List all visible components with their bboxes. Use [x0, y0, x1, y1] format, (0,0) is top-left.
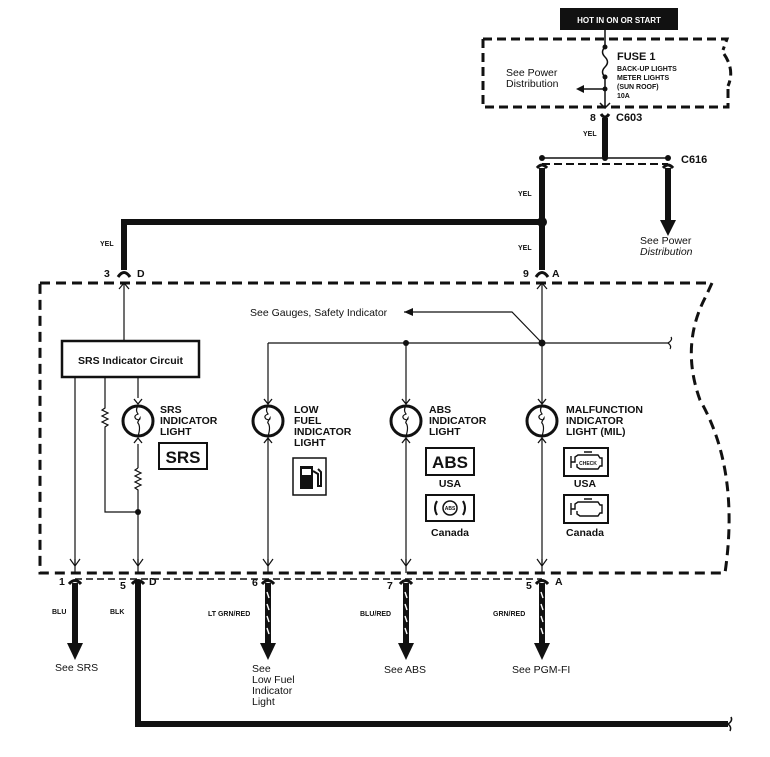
wire-color-label: BLK	[110, 609, 124, 616]
wire-yel	[121, 219, 542, 270]
light-label: INDICATOR	[294, 426, 352, 438]
light-label: LIGHT (MIL)	[566, 426, 625, 438]
arrow-down-icon	[260, 643, 276, 660]
light-label: MALFUNCTION	[566, 404, 643, 416]
light-label: FUEL	[294, 415, 322, 427]
srs-indicator-circuit-box	[60, 339, 201, 379]
fuse-rating: 10A	[617, 93, 630, 100]
region-label: Canada	[566, 527, 604, 539]
srs-circuit-label: SRS Indicator Circuit	[78, 355, 184, 367]
light-label: LIGHT	[294, 437, 326, 449]
arrow-down-icon	[534, 643, 550, 660]
see-gauges-note: See Gauges, Safety Indicator	[250, 307, 388, 319]
fuse-circuit-label: METER LIGHTS	[617, 75, 669, 82]
fuse-circuit-label: BACK-UP LIGHTS	[617, 66, 677, 73]
wire-color-label: BLU	[52, 609, 66, 616]
pin-number: 9	[523, 268, 529, 280]
wire-color-label: YEL	[518, 191, 532, 198]
svg-text:ABS: ABS	[445, 506, 456, 512]
fuse-name: FUSE 1	[617, 51, 656, 63]
output-wire	[67, 579, 83, 660]
see-power-distribution-note: Distribution	[640, 246, 693, 258]
gauge-assembly-border	[38, 281, 731, 575]
light-label: INDICATOR	[160, 415, 218, 427]
fuse-circuit-label: (SUN ROOF)	[617, 84, 659, 91]
see-low-fuel-note: See	[252, 663, 271, 675]
light-label: SRS	[160, 404, 182, 416]
fuse-icon	[601, 46, 609, 78]
connector-name: C603	[616, 112, 642, 124]
region-label: Canada	[431, 527, 469, 539]
wire-color-label: YEL	[100, 241, 114, 248]
wire-color-label: YEL	[583, 131, 597, 138]
light-label: INDICATOR	[566, 415, 624, 427]
resistor-icon	[133, 467, 143, 565]
pin-number: 1	[59, 576, 65, 588]
pin-number: 7	[387, 580, 393, 592]
check-badge-text: CHECK	[579, 461, 597, 467]
srs-badge-text: SRS	[166, 448, 201, 467]
see-low-fuel-note: Light	[252, 696, 275, 708]
fuel-pump-icon	[292, 457, 327, 496]
see-srs-note: See SRS	[55, 662, 98, 674]
light-label: ABS	[429, 404, 451, 416]
arrow-left-icon	[404, 308, 413, 316]
arrow-down-icon	[660, 220, 676, 236]
pin-number: 3	[104, 268, 110, 280]
see-low-fuel-note: Indicator	[252, 685, 293, 697]
connector-c616	[535, 155, 676, 236]
arrow-down-icon	[398, 643, 414, 660]
see-power-distribution-note: Distribution	[506, 78, 559, 90]
region-label: USA	[574, 478, 597, 490]
see-pgm-fi-note: See PGM-FI	[512, 664, 570, 676]
see-power-distribution-note: See Power	[640, 235, 692, 247]
see-abs-note: See ABS	[384, 664, 426, 676]
connector-letter: D	[149, 576, 157, 588]
break-symbol-icon	[727, 716, 733, 732]
connector-c603	[599, 113, 611, 157]
arrow-down-icon	[67, 643, 83, 660]
output-wire	[130, 579, 146, 586]
wire-color-label: GRN/RED	[493, 611, 525, 618]
connector-letter: D	[137, 268, 145, 280]
mil-bulb-icon	[525, 398, 559, 444]
wire-color-label: BLU/RED	[360, 611, 391, 618]
srs-badge-icon: SRS	[158, 442, 208, 470]
check-engine-icon: CHECK	[563, 447, 609, 477]
connector-name: C616	[681, 154, 707, 166]
wire-color-label: YEL	[518, 245, 532, 252]
abs-canada-icon: ABS	[425, 494, 475, 522]
resistor-icon	[100, 377, 138, 513]
pin-number: 5	[120, 580, 126, 592]
badge-text: HOT IN ON OR START	[577, 16, 661, 25]
engine-icon	[563, 494, 609, 524]
hot-in-on-or-start-badge: HOT IN ON OR START	[560, 8, 678, 30]
abs-badge-text: ABS	[432, 453, 468, 472]
output-wire	[534, 579, 550, 660]
output-wire	[398, 579, 414, 660]
connector-letter: A	[555, 576, 563, 588]
wire-color-label: LT GRN/RED	[208, 611, 250, 618]
srs-bulb-icon	[121, 398, 155, 444]
pin-number: 5	[526, 580, 532, 592]
abs-bulb-icon	[389, 398, 423, 444]
pin-number: 6	[252, 577, 258, 589]
light-label: INDICATOR	[429, 415, 487, 427]
output-wire	[260, 579, 276, 660]
light-label: LIGHT	[160, 426, 192, 438]
region-label: USA	[439, 478, 462, 490]
light-label: LOW	[294, 404, 319, 416]
fuse-1	[576, 30, 611, 110]
arrow-left-icon	[576, 85, 584, 93]
low-fuel-bulb-icon	[251, 398, 285, 444]
see-power-distribution-note: See Power	[506, 67, 558, 79]
pin-number: 8	[590, 112, 596, 124]
abs-badge-icon: ABS	[425, 447, 475, 476]
wire-blk	[135, 582, 728, 727]
connector-letter: A	[552, 268, 560, 280]
light-label: LIGHT	[429, 426, 461, 438]
see-low-fuel-note: Low Fuel	[252, 674, 295, 686]
break-symbol-icon	[667, 336, 673, 350]
